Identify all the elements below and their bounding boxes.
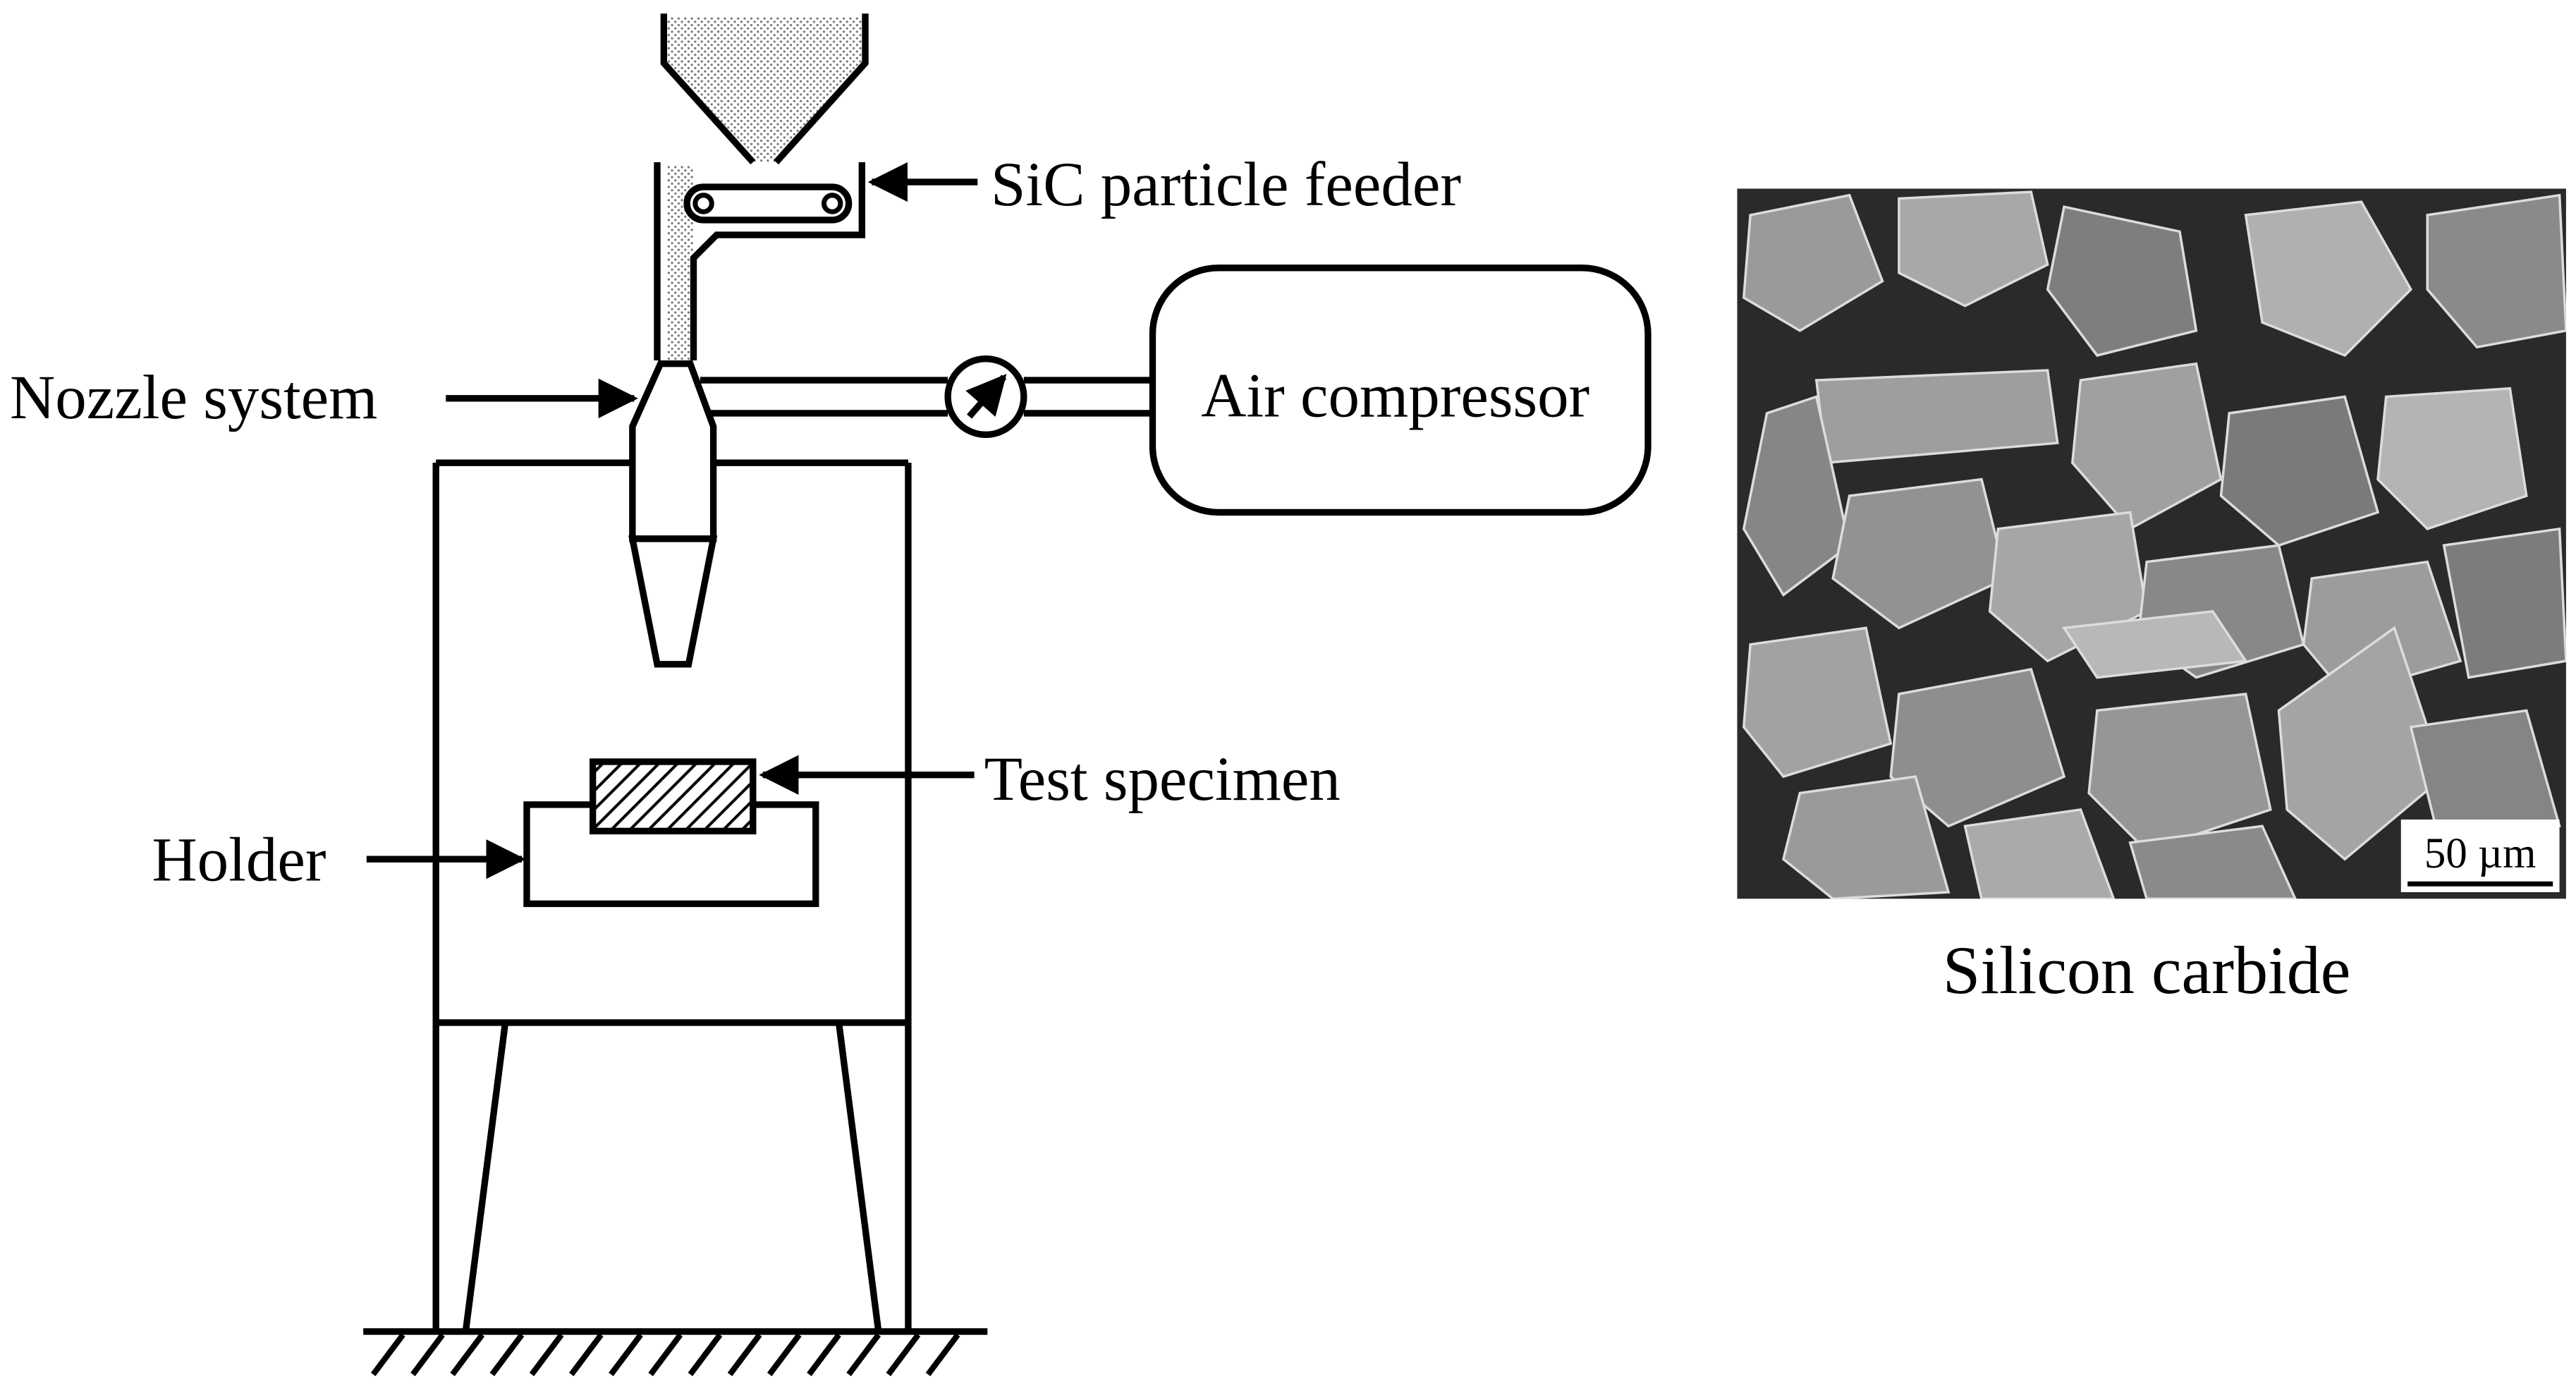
nozzle	[628, 360, 718, 668]
sem-micrograph	[1737, 188, 2566, 899]
pressure-gauge-icon	[944, 355, 1027, 439]
particle-feeder	[654, 162, 866, 360]
micrograph-caption: Silicon carbide	[1943, 932, 2350, 1008]
nozzle-label: Nozzle system	[10, 363, 377, 432]
air-line	[700, 377, 1153, 417]
test-chamber	[432, 459, 912, 1332]
scale-bar-label: 50 µm	[2424, 830, 2537, 877]
feeder-label: SiC particle feeder	[991, 150, 1461, 219]
holder-label: Holder	[152, 826, 326, 895]
test-specimen	[589, 758, 757, 835]
hopper	[660, 13, 869, 165]
ground-hatch-icon	[363, 1328, 988, 1377]
specimen-label: Test specimen	[984, 745, 1341, 814]
air-compressor-label: Air compressor	[1201, 362, 1589, 431]
scale-bar-box	[2400, 819, 2560, 892]
air-compressor: Air compressor	[1149, 264, 1652, 516]
